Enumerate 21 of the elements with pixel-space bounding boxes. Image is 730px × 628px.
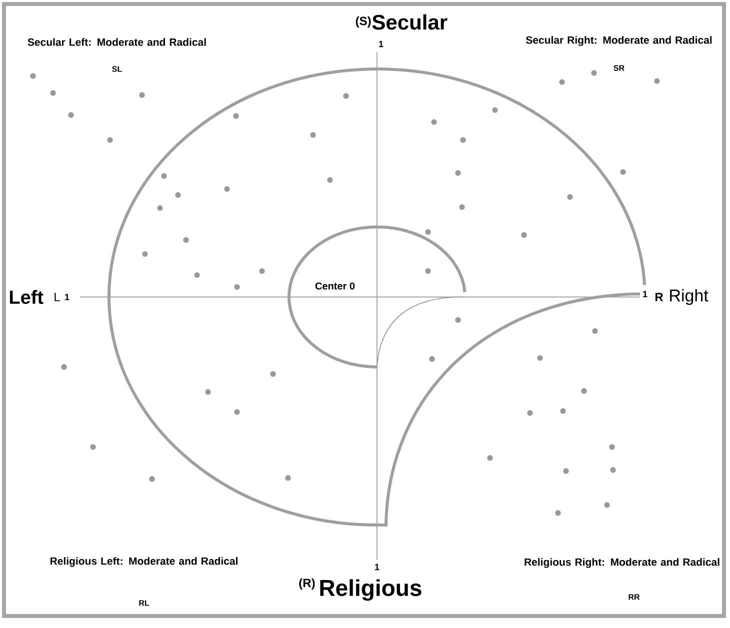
quadrant-code: SR (614, 65, 624, 71)
tick-label: 1 (643, 290, 648, 298)
quadrant-label: Secular Right: Moderate and Radical (526, 36, 712, 46)
quadrant-code: RR (628, 594, 640, 600)
axis-code: L (54, 292, 60, 302)
axis-label: Religious (320, 579, 422, 601)
quadrant-code: SL (112, 66, 122, 72)
axis-label: (R) (299, 578, 315, 590)
axis-label: Left (10, 290, 44, 304)
tick-label: 1 (375, 564, 380, 570)
axis-label: Secular (372, 14, 448, 30)
axis-label: Right (670, 289, 708, 305)
center-label: Center 0 (315, 282, 355, 290)
axis-label: (S) (356, 16, 371, 28)
quadrant-code: RL (139, 600, 150, 606)
quadrant-label: Religious Left: Moderate and Radical (50, 557, 238, 567)
tick-label: 1 (379, 40, 384, 48)
quadrant-label: Secular Left: Moderate and Radical (28, 38, 206, 46)
tick-label: 1 (65, 294, 70, 300)
axis-code: R (655, 292, 664, 302)
quadrant-label: Religious Right: Moderate and Radical (524, 558, 720, 568)
